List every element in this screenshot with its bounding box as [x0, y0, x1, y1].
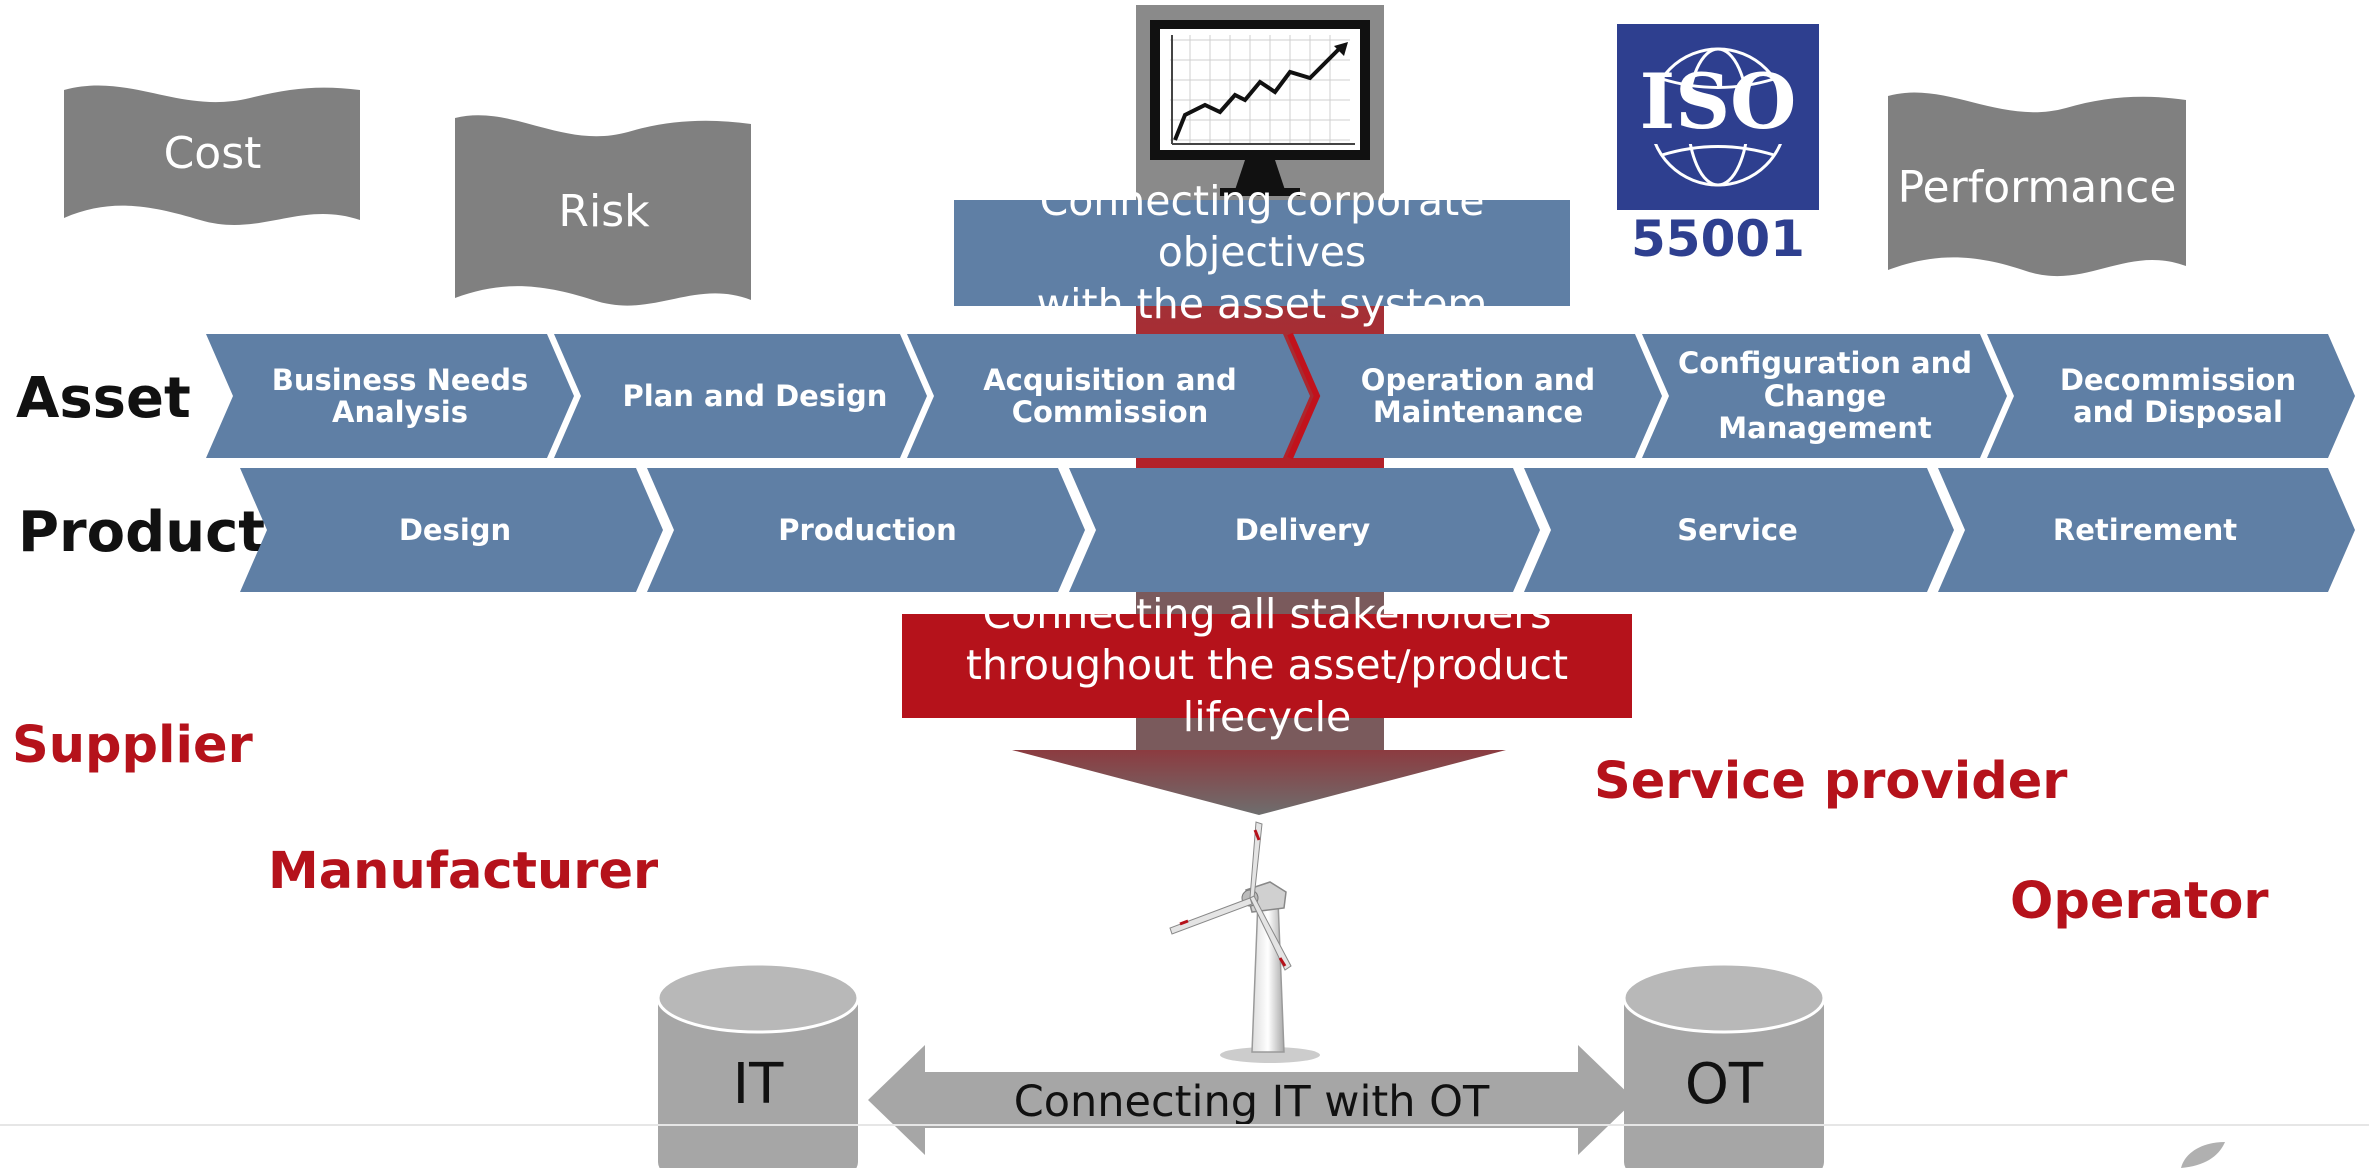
- footer-divider: [0, 1124, 2369, 1126]
- asset-stage-1: Business Needs Analysis: [271, 362, 529, 429]
- asset-stage-4: Operation and Maintenance: [1360, 362, 1596, 429]
- line-chart-monitor-icon: [1150, 20, 1370, 196]
- stakeholders-line-1: Connecting all stakeholders: [982, 590, 1552, 639]
- asset-chevron-2: [554, 334, 927, 458]
- performance-flag: [1888, 92, 2186, 277]
- iso-logo-text: ISO: [1639, 57, 1797, 146]
- asset-chevron-4-highlight: [1287, 332, 1321, 460]
- product-stage-1: Design: [398, 512, 512, 547]
- service-provider-label: Service provider: [1594, 752, 2068, 811]
- performance-label: Performance: [1897, 162, 2177, 213]
- asset-stage-6: Decommission and Disposal: [2059, 362, 2297, 429]
- cost-flag: [64, 85, 360, 225]
- stakeholders-banner: Connecting all stakeholders throughout t…: [902, 590, 1632, 741]
- it-ot-label: Connecting IT with OT: [1013, 1077, 1490, 1127]
- product-chevron-2: [647, 468, 1085, 592]
- product-chevron-5: [1938, 468, 2355, 592]
- it-database-label: IT: [732, 1052, 784, 1117]
- asset-row-label: Asset: [16, 366, 191, 431]
- asset-chevron-1: [206, 334, 574, 458]
- supplier-label: Supplier: [12, 716, 253, 775]
- risk-flag: [455, 115, 751, 306]
- asset-stage-2: Plan and Design: [622, 378, 888, 413]
- asset-chevron-6: [1987, 334, 2355, 458]
- product-chevron-4: [1524, 468, 1954, 592]
- asset-chevron-3: [907, 334, 1310, 458]
- product-chevron-3: [1069, 468, 1540, 592]
- cost-label: Cost: [163, 128, 262, 179]
- product-stage-3: Delivery: [1234, 512, 1371, 547]
- manufacturer-label: Manufacturer: [268, 842, 659, 901]
- leaf-logo-icon: [2181, 1142, 2225, 1168]
- operator-label: Operator: [2010, 872, 2269, 931]
- iso-logo: [1617, 24, 1819, 210]
- asset-chevron-5: [1642, 334, 2007, 458]
- product-chevron-1: [240, 468, 663, 592]
- objectives-line-2: with the asset system: [1036, 279, 1488, 328]
- objectives-line-1: Connecting corporate objectives: [1039, 177, 1485, 277]
- ot-database-label: OT: [1684, 1052, 1764, 1117]
- product-stage-4: Service: [1677, 512, 1798, 547]
- product-row-label: Product: [18, 500, 266, 565]
- risk-label: Risk: [558, 186, 650, 237]
- asset-stage-3: Acquisition and Commission: [983, 362, 1237, 429]
- asset-lifecycle-chevrons: [206, 332, 2355, 592]
- product-stage-5: Retirement: [2052, 512, 2238, 547]
- wind-turbine-icon: [1169, 821, 1320, 1063]
- objectives-banner: Connecting corporate objectives with the…: [954, 177, 1570, 328]
- stakeholders-line-2: throughout the asset/product lifecycle: [965, 641, 1569, 741]
- iso-standard-number: 55001: [1631, 210, 1805, 268]
- asset-stage-5: Configuration and Change Management: [1677, 346, 1973, 446]
- asset-chevron-4: [1290, 334, 1662, 458]
- product-stage-2: Production: [778, 512, 957, 547]
